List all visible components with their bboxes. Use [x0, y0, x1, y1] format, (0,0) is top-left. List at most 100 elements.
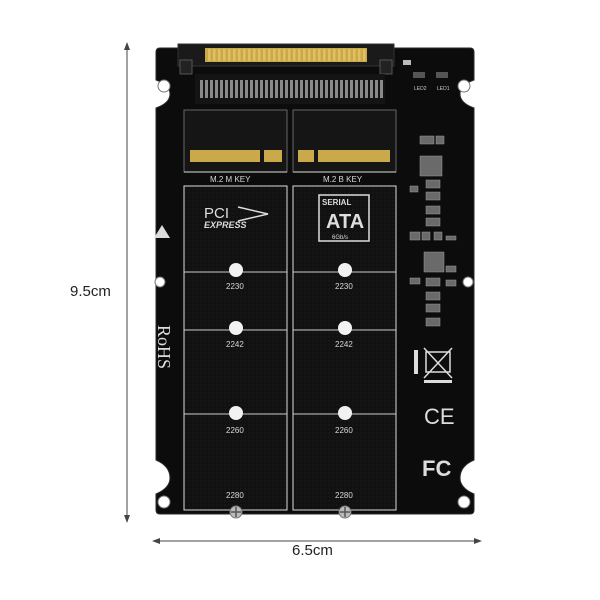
smd-component [445, 235, 457, 241]
sata-pin [273, 49, 276, 61]
size-mark: 2242 [335, 340, 353, 349]
sata-pin [238, 49, 241, 61]
smd-component [425, 317, 441, 327]
smd-component [423, 251, 445, 273]
smd-component [433, 231, 443, 241]
mount-hole [154, 276, 166, 288]
solder-pad [360, 80, 363, 98]
size-mark: 2260 [226, 426, 244, 435]
sata-pin [293, 49, 296, 61]
sata-logo-line1: SERIAL [322, 198, 351, 207]
smd-component [419, 155, 443, 177]
smd-components [409, 135, 457, 327]
solder-pad [380, 80, 383, 98]
sata-pin [228, 49, 231, 61]
sata-pin [258, 49, 261, 61]
solder-pad [300, 80, 303, 98]
sata-logo-line3: 6Gb/s [332, 235, 348, 241]
sata-pin [278, 49, 281, 61]
size-mark: 2230 [335, 282, 353, 291]
solder-pad [230, 80, 233, 98]
sata-pin [268, 49, 271, 61]
sata-pin [303, 49, 306, 61]
sata-pin [333, 49, 336, 61]
solder-pad [355, 80, 358, 98]
sata-pin [223, 49, 226, 61]
size-mark: 2280 [335, 491, 353, 500]
solder-pad [375, 80, 378, 98]
smd-component [445, 279, 457, 287]
weee-bin-icon [414, 347, 453, 383]
sata-pin [283, 49, 286, 61]
solder-pad [215, 80, 218, 98]
solder-pad [315, 80, 318, 98]
screw [229, 505, 243, 519]
smd-component [409, 231, 421, 241]
sata-connector [177, 43, 395, 75]
sata-pin [218, 49, 221, 61]
solder-pad [330, 80, 333, 98]
smd-component [435, 135, 445, 145]
led1-label: LED1 [437, 86, 450, 92]
solder-pad [370, 80, 373, 98]
solder-pad [295, 80, 298, 98]
sata-pin [298, 49, 301, 61]
sata-pin [253, 49, 256, 61]
sata-pin [248, 49, 251, 61]
sata-pin [353, 49, 356, 61]
m2-m-key-slot [183, 109, 288, 173]
solder-pad [255, 80, 258, 98]
smd-component [425, 277, 441, 287]
smd-component [409, 277, 421, 285]
solder-pad [200, 80, 203, 98]
smd-component [425, 303, 441, 313]
solder-pad [350, 80, 353, 98]
smd-component [409, 185, 419, 193]
solder-pad [340, 80, 343, 98]
solder-pad [250, 80, 253, 98]
mount-hole [157, 79, 171, 93]
solder-pad [240, 80, 243, 98]
solder-pad [280, 80, 283, 98]
standoff-hole [229, 321, 243, 335]
standoff-hole [338, 406, 352, 420]
mount-hole [462, 276, 474, 288]
sata-pin [208, 49, 211, 61]
sata-pin [343, 49, 346, 61]
led2-label: LED2 [414, 86, 427, 92]
standoff-hole [338, 321, 352, 335]
solder-pad [365, 80, 368, 98]
solder-pad [335, 80, 338, 98]
solder-pad [245, 80, 248, 98]
size-mark: 2280 [226, 491, 244, 500]
card-outline-left [183, 185, 288, 511]
sata-pin [348, 49, 351, 61]
screw [338, 505, 352, 519]
solder-pad [205, 80, 208, 98]
smd-component [445, 265, 457, 273]
pci-logo-text: PCI [204, 205, 229, 222]
solder-pad [290, 80, 293, 98]
sata-pin [308, 49, 311, 61]
sata-pin [263, 49, 266, 61]
mount-hole [457, 79, 471, 93]
smd-component [425, 205, 441, 215]
sata-pin [243, 49, 246, 61]
standoff-hole [229, 263, 243, 277]
solder-pad [235, 80, 238, 98]
smd-component [425, 291, 441, 301]
ce-mark: CE [424, 404, 455, 429]
smd-component [421, 231, 431, 241]
sata-pin [313, 49, 316, 61]
rohs-label: RoHS [154, 325, 174, 369]
m2-b-key-slot [292, 109, 397, 173]
solder-pad [220, 80, 223, 98]
sata-logo-line2: ATA [326, 211, 364, 233]
sata-pin [233, 49, 236, 61]
smd-component [425, 191, 441, 201]
sata-pin [318, 49, 321, 61]
height-dimension-label: 9.5cm [70, 283, 111, 300]
solder-pad [345, 80, 348, 98]
sata-pin [338, 49, 341, 61]
